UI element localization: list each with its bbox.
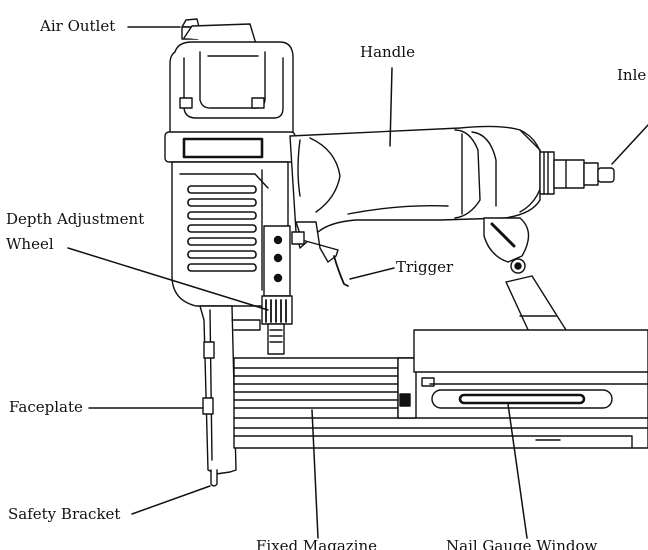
- leader-inlet: [611, 124, 648, 165]
- label-inlet: Inle: [617, 66, 647, 84]
- label-depth-adjustment-line1: Depth Adjustment: [6, 210, 145, 228]
- label-handle: Handle: [360, 43, 415, 61]
- rear-support: [483, 217, 567, 335]
- leader-fixed-magazine: [311, 409, 319, 539]
- leader-trigger: [349, 267, 395, 280]
- leader-depth-wheel: [67, 247, 269, 311]
- label-fixed-magazine: Fixed Magazine: [256, 537, 377, 550]
- depth-adjustment-wheel: [261, 295, 293, 355]
- label-depth-adjustment-line2: Wheel: [6, 235, 54, 253]
- vent-slots: [187, 185, 257, 272]
- safety-bracket: [210, 469, 218, 487]
- cylinder-head: [164, 131, 296, 307]
- leader-nail-gauge: [507, 403, 528, 539]
- air-inlet-fitting: [539, 151, 615, 195]
- label-trigger: Trigger: [396, 258, 454, 276]
- label-nail-gauge-window: Nail Gauge Window: [446, 537, 598, 550]
- trigger: [291, 221, 349, 287]
- label-faceplate: Faceplate: [9, 398, 83, 416]
- label-safety-bracket: Safety Bracket: [8, 505, 121, 523]
- leader-safety-bracket: [131, 485, 211, 515]
- leader-lines: [67, 26, 648, 539]
- label-air-outlet: Air Outlet: [40, 17, 116, 35]
- magazine: [233, 329, 648, 449]
- faceplate: [199, 305, 261, 475]
- air-outlet-cap: [181, 18, 257, 45]
- top-cover: [169, 41, 294, 137]
- leader-handle: [389, 67, 393, 147]
